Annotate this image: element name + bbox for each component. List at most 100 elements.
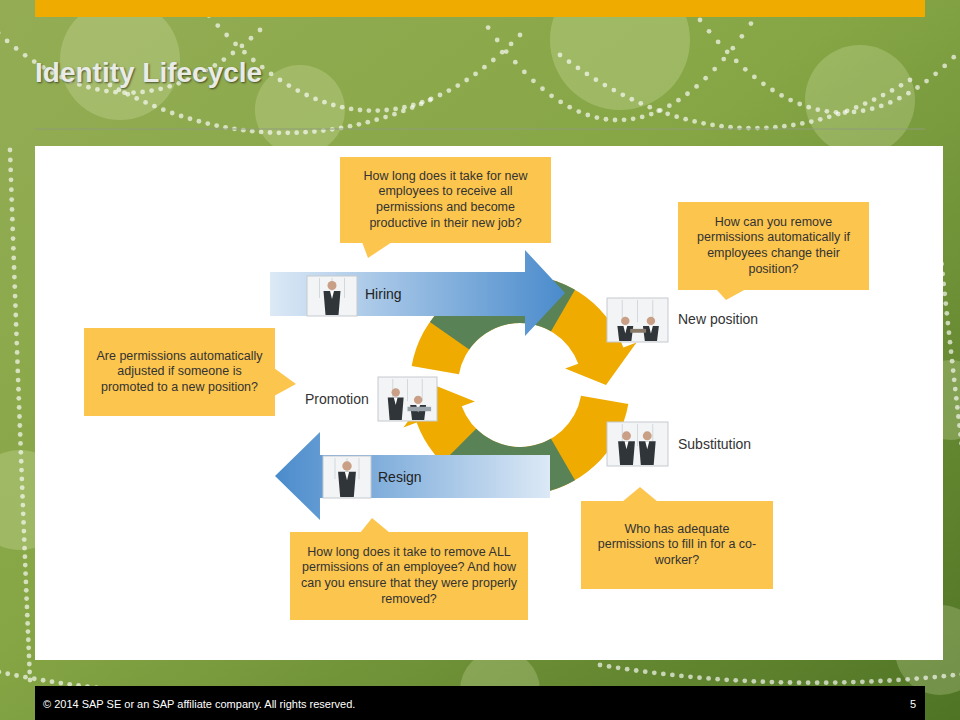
dew-drop (348, 124, 353, 129)
desk (408, 407, 432, 411)
dew-drop (14, 341, 19, 346)
dew-drop (932, 675, 937, 680)
dew-drop (356, 122, 361, 127)
dew-drop (134, 96, 139, 101)
dew-drop (683, 117, 688, 122)
dew-drop (715, 677, 720, 682)
dew-drop (14, 331, 19, 336)
dew-drop (760, 679, 765, 684)
dew-drop (733, 678, 738, 683)
dew-drop (140, 89, 145, 94)
dew-drop (679, 674, 684, 679)
callout-pointer (716, 289, 746, 300)
dew-drop (791, 123, 796, 128)
window-line (637, 300, 638, 322)
dew-drop (613, 118, 618, 123)
question-callout: How long does it take for new employees … (340, 157, 551, 243)
dew-drop (800, 121, 805, 126)
dew-drop (67, 682, 72, 687)
dew-drop (5, 671, 10, 676)
dew-drop (625, 667, 630, 672)
dew-drop (14, 322, 19, 327)
dew-drop (231, 51, 236, 56)
person-shirt (394, 398, 398, 405)
dew-drop (17, 414, 22, 419)
dew-drop (719, 124, 724, 129)
dew-drop (954, 396, 959, 401)
dew-drop (152, 104, 157, 109)
band-label: Hiring (365, 286, 402, 303)
dew-drop (349, 106, 354, 111)
stage-label: Substitution (678, 436, 751, 453)
dew-drop (594, 115, 599, 120)
question-callout: Who has adequate permissions to fill in … (581, 501, 773, 589)
question-callout: How long does it take to remove ALL perm… (290, 532, 528, 620)
stage-label: Promotion (305, 391, 369, 408)
dew-drop (522, 70, 527, 75)
footer-text: © 2014 SAP SE or an SAP affiliate compan… (43, 697, 355, 711)
dew-drop (27, 662, 32, 667)
dew-drop (15, 350, 20, 355)
dew-drop (755, 126, 760, 131)
dew-drop (259, 130, 264, 135)
callout-text: Who has adequate permissions to fill in … (591, 522, 763, 569)
person-head (643, 431, 652, 440)
dew-drop (518, 33, 523, 38)
dew-drop (241, 128, 246, 133)
dew-drop (611, 88, 616, 93)
dew-drop (688, 674, 693, 679)
dew-drop (312, 129, 317, 134)
dew-drop (950, 359, 955, 364)
dew-drop (943, 301, 948, 306)
dew-drop (205, 121, 210, 126)
dew-drop (692, 119, 697, 124)
dew-drop (340, 105, 345, 110)
person-head (647, 317, 655, 325)
dew-drop (942, 63, 947, 68)
dew-drop (761, 81, 766, 86)
dew-drop (945, 321, 950, 326)
dew-drop (933, 71, 938, 76)
dew-drop (27, 670, 32, 675)
dew-drop (23, 571, 28, 576)
dew-drop (647, 105, 652, 110)
dew-drop (694, 84, 699, 89)
dew-drop (20, 494, 25, 499)
dew-drop (21, 529, 26, 534)
dew-drop (11, 236, 16, 241)
dew-drop (170, 111, 175, 116)
dew-drop (751, 679, 756, 684)
dew-drop (9, 197, 14, 202)
person-shirt (645, 441, 649, 449)
callout-pointer (360, 518, 390, 533)
dew-drop (897, 96, 902, 101)
dew-drop (11, 256, 16, 261)
dew-drop (269, 71, 274, 76)
person-shirt (345, 472, 349, 480)
dew-drop (258, 28, 263, 33)
dew-drop (629, 97, 634, 102)
dew-drop (509, 41, 514, 46)
person-head (342, 461, 351, 470)
dew-drop (224, 33, 229, 38)
dew-drop (710, 123, 715, 128)
dew-drop (513, 60, 518, 65)
dew-drop (815, 680, 820, 685)
dew-drop (806, 105, 811, 110)
dew-drop (504, 49, 509, 54)
dew-drop (339, 126, 344, 131)
photo-frame (378, 377, 437, 421)
dew-drop (948, 340, 953, 345)
dew-drop (13, 294, 18, 299)
callout-text: Are permissions automatically adjusted i… (94, 349, 265, 396)
photo-icon (323, 456, 371, 498)
dew-drop (393, 106, 398, 111)
slide-title: Identity Lifecycle (35, 57, 262, 89)
dew-drop (495, 38, 500, 43)
dew-drop (374, 117, 379, 122)
dew-drop (304, 93, 309, 98)
dew-drop (161, 107, 166, 112)
dew-drop (667, 103, 672, 108)
